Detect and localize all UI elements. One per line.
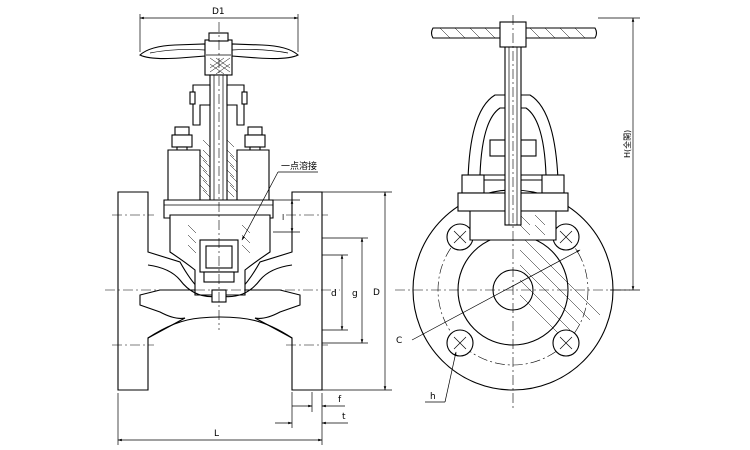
dim-label-l: l [282, 213, 284, 222]
dim-label-L: L [214, 429, 219, 439]
dim-g: g [322, 237, 368, 344]
dim-f: f [292, 392, 345, 412]
yoke-front [189, 84, 248, 126]
dim-D1: D1 [139, 7, 299, 52]
dim-C: C [396, 249, 581, 346]
bolt-holes [446, 223, 580, 357]
handwheel-front [139, 32, 299, 76]
dim-L: L [117, 393, 323, 445]
dim-t: t [275, 392, 348, 428]
handwheel-side [430, 21, 598, 48]
stem-front [202, 74, 235, 216]
dim-D: D [322, 191, 392, 391]
dim-label-D1: D1 [212, 7, 225, 17]
dim-h: h [425, 351, 457, 403]
front-view: 一点溶接 D1 L f t [105, 7, 392, 445]
dim-label-H: H(全開) [622, 130, 632, 158]
valve-body-front [112, 191, 328, 391]
weld-label: 一点溶接 [281, 160, 317, 172]
bonnet-front [163, 126, 274, 219]
dim-label-D: D [373, 288, 380, 298]
dim-l: l [273, 199, 300, 233]
dim-label-h: h [430, 392, 436, 402]
dim-H: H(全開) [598, 17, 640, 291]
weld-annotation: 一点溶接 [241, 160, 318, 241]
dim-label-C: C [396, 336, 402, 346]
dim-label-g: g [352, 289, 358, 299]
side-view: C h H(全開) [395, 15, 640, 410]
dim-d: d [322, 254, 348, 331]
dim-label-d: d [331, 289, 337, 299]
dim-label-f: f [338, 395, 342, 405]
dim-label-t: t [342, 412, 346, 422]
